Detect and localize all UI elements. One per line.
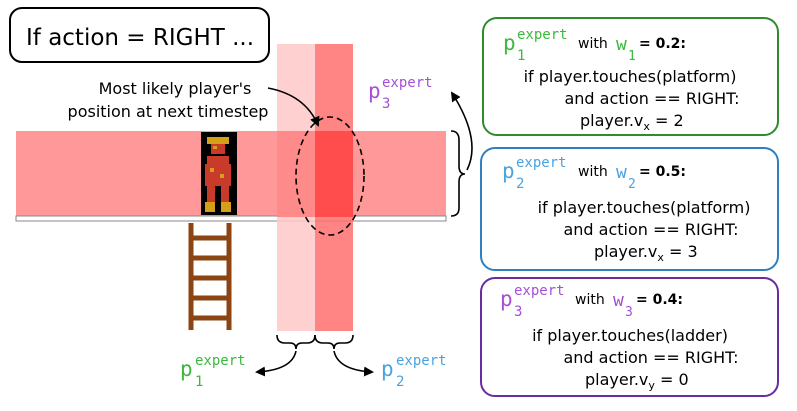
title-text: If action = RIGHT ... xyxy=(26,25,254,51)
expert-box-3-frame xyxy=(480,277,779,397)
expert-1-sub: 1 xyxy=(517,48,525,64)
expert-3-w: w xyxy=(613,290,624,311)
expert-1-line2: and action == RIGHT: xyxy=(564,89,739,108)
expert-3-line1: if player.touches(ladder) xyxy=(532,326,728,345)
p1-arrow xyxy=(255,350,297,377)
platform-strip xyxy=(15,215,447,222)
expert-3-sub: 3 xyxy=(514,304,522,320)
p1-subscript: 1 xyxy=(195,374,203,390)
expert-2-with: with xyxy=(578,164,608,180)
p3-superscript: expert xyxy=(382,75,433,91)
expert-3-p: p xyxy=(500,287,513,311)
annotation-line-2: position at next timestep xyxy=(68,102,269,121)
p1-superscript: expert xyxy=(195,353,246,369)
annotation-line-1: Most likely player's xyxy=(99,79,252,98)
p1-label: p expert 1 xyxy=(180,353,246,390)
title-box: If action = RIGHT ... xyxy=(9,7,270,63)
p2-label: p expert 2 xyxy=(381,353,447,390)
expert-box-2: p expert 2 with w 2 = 0.5: if player.tou… xyxy=(480,147,779,271)
likely-position-ellipse xyxy=(295,116,365,236)
player-sprite xyxy=(201,132,237,215)
expert-2-w: w xyxy=(616,162,627,183)
p1-letter: p xyxy=(180,357,193,381)
expert-3-w-sub: 3 xyxy=(625,305,633,320)
expert-2-w-sub: 2 xyxy=(628,177,636,192)
expert-box-1-frame xyxy=(482,17,779,136)
brace-arrow xyxy=(450,91,473,171)
expert-2-sup: expert xyxy=(516,155,567,171)
expert-3-line3: player.vy = 0 xyxy=(585,370,689,392)
annotation-arrow xyxy=(267,87,320,127)
overlap-dark xyxy=(315,131,353,217)
p3-subscript: 3 xyxy=(382,96,390,112)
p2-letter: p xyxy=(381,357,394,381)
expert-1-p: p xyxy=(503,31,516,55)
expert-box-2-frame xyxy=(480,147,779,271)
column1-brace xyxy=(276,334,316,350)
p2-superscript: expert xyxy=(396,353,447,369)
expert-2-line2: and action == RIGHT: xyxy=(563,220,738,239)
column2-brace xyxy=(314,334,354,350)
expert-1-w: w xyxy=(616,34,627,55)
expert-3-line2: and action == RIGHT: xyxy=(563,348,738,367)
expert-2-p: p xyxy=(502,159,515,183)
expert-1-sup: expert xyxy=(517,27,568,43)
expert-2-line3: player.vx = 3 xyxy=(594,242,698,264)
expert-1-line1: if player.touches(platform) xyxy=(524,67,737,86)
annotation: Most likely player's position at next ti… xyxy=(68,79,269,121)
expert-2-sub: 2 xyxy=(516,176,524,192)
ladder xyxy=(188,223,232,330)
expert-3-sup: expert xyxy=(514,283,565,299)
expert-3-weight: = 0.4: xyxy=(636,292,683,308)
band-brace xyxy=(450,130,466,217)
expert-box-3: p expert 3 with w 3 = 0.4: if player.tou… xyxy=(480,277,779,397)
expert-2-weight: = 0.5: xyxy=(639,164,686,180)
expert-1-w-sub: 1 xyxy=(628,49,636,64)
p2-arrow xyxy=(333,350,374,377)
expert-box-1: p expert 1 with w 1 = 0.2: if player.tou… xyxy=(482,17,779,136)
expert-3-with: with xyxy=(575,292,605,308)
p2-subscript: 2 xyxy=(396,374,404,390)
p3-letter: p xyxy=(368,79,381,103)
expert-1-line3: player.vx = 2 xyxy=(580,111,684,133)
p3-label: p expert 3 xyxy=(368,75,433,112)
expert-1-weight: = 0.2: xyxy=(639,36,686,52)
expert-1-with: with xyxy=(578,36,608,52)
expert-2-line1: if player.touches(platform) xyxy=(538,198,751,217)
